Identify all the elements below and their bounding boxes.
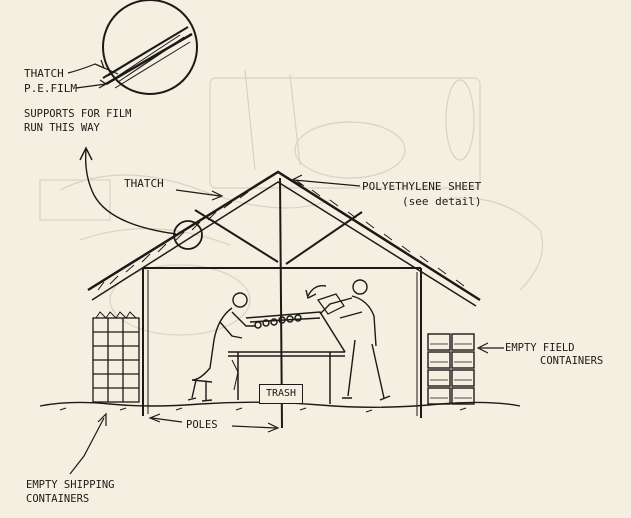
field-containers (427, 333, 475, 405)
empty-shipping-label-line2: CONTAINERS (26, 493, 90, 505)
polyethylene-label-line2: (see detail) (402, 195, 482, 208)
thatch-roof-label: THATCH (124, 177, 164, 190)
empty-shipping-label-line1: EMPTY SHIPPING (26, 479, 115, 491)
detail-leaders (67, 59, 119, 89)
polyethylene-label-line1: POLYETHYLENE SHEET (362, 180, 482, 193)
supports-label-line2: RUN THIS WAY (24, 122, 100, 134)
detail-pointer-arrow (79, 146, 177, 235)
pe-film-label: P.E.FILM (24, 82, 77, 95)
roof (87, 170, 481, 307)
shipping-containers (92, 311, 140, 403)
sorting-table (228, 311, 346, 404)
supports-label-line1: SUPPORTS FOR FILM (24, 108, 132, 120)
trash-label: TRASH (259, 384, 303, 404)
detail-circle (102, 0, 198, 95)
worker-left (187, 292, 256, 402)
worker-right (305, 279, 391, 401)
empty-field-label-line1: EMPTY FIELD (505, 342, 575, 354)
background-bleedthrough (39, 69, 544, 336)
frame (142, 177, 422, 429)
poles-label: POLES (186, 419, 218, 431)
empty-field-label-line2: CONTAINERS (540, 355, 604, 367)
thatch-detail-label: THATCH (24, 67, 64, 80)
label-leaders (69, 174, 504, 475)
